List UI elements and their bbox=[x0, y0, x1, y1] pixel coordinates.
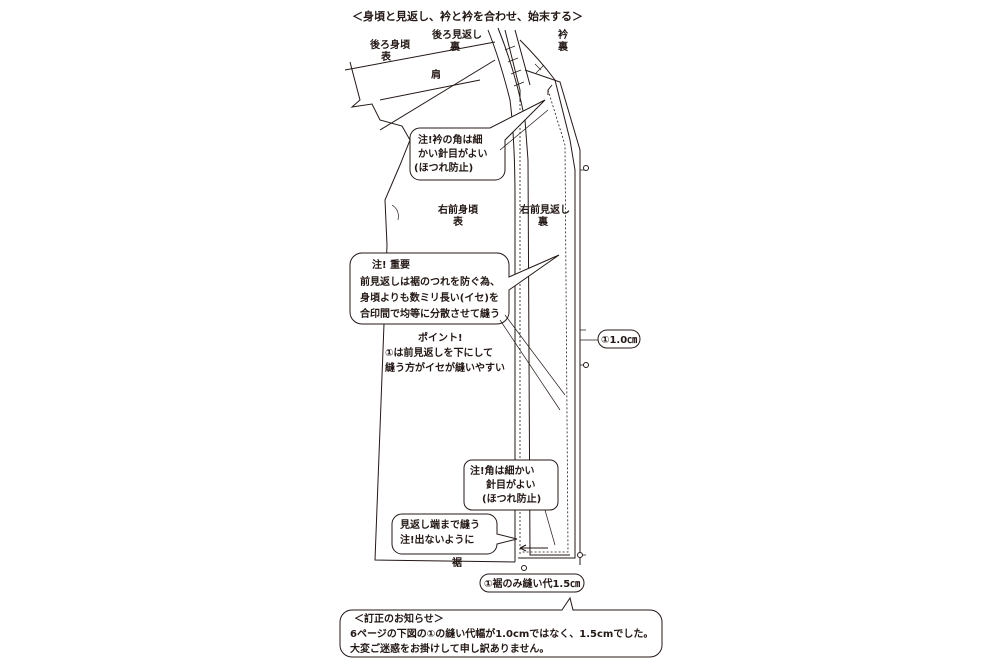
svg-text:(ほつれ防止): (ほつれ防止) bbox=[482, 492, 541, 505]
label-back-facing-side: 裏 bbox=[449, 40, 461, 53]
svg-text:①1.0㎝: ①1.0㎝ bbox=[601, 335, 637, 346]
correction-body: 6ページの下図の①の縫い代幅が1.0cmではなく、1.5cmでした。 bbox=[350, 627, 653, 640]
front-facing bbox=[487, 27, 570, 562]
svg-text:合印間で均等に分散させて縫う: 合印間で均等に分散させて縫う bbox=[359, 307, 500, 320]
svg-text:針目がよい: 針目がよい bbox=[486, 478, 536, 491]
label-right-front-body-side: 表 bbox=[452, 215, 464, 228]
label-back-facing: 後ろ見返し bbox=[432, 28, 482, 41]
note-important: 注! 重要 前見返しは裾のつれを防ぐ為、 身頃よりも数ミリ長い(イセ)を 合印間… bbox=[349, 252, 566, 411]
note-sew-to-edge: 見返し端まで縫う 注!出ないように bbox=[391, 513, 518, 555]
label-right-front-facing: 右前見返し bbox=[519, 203, 570, 216]
correction-apology: 大変ご迷惑をお掛けして申し訳ありません。 bbox=[350, 642, 549, 655]
collar-outline bbox=[518, 39, 589, 571]
label-back-body: 後ろ身頃 bbox=[370, 38, 411, 51]
svg-text:縫う方がイセが縫いやすい: 縫う方がイセが縫いやすい bbox=[385, 361, 505, 374]
correction-title: ＜訂正のお知らせ＞ bbox=[354, 612, 444, 625]
svg-text:かい針目がよい: かい針目がよい bbox=[418, 147, 488, 160]
label-shoulder: 肩 bbox=[431, 68, 441, 81]
svg-text:前見返しは裾のつれを防ぐ為、: 前見返しは裾のつれを防ぐ為、 bbox=[360, 275, 500, 288]
svg-text:注!衿の角は細: 注!衿の角は細 bbox=[418, 133, 483, 146]
hem-allowance-label: ①裾のみ縫い代1.5㎝ bbox=[479, 573, 585, 593]
label-back-body-side: 表 bbox=[380, 50, 392, 63]
svg-text:見返し端まで縫う: 見返し端まで縫う bbox=[399, 518, 480, 531]
svg-text:①裾のみ縫い代1.5㎝: ①裾のみ縫い代1.5㎝ bbox=[484, 577, 580, 590]
svg-text:ポイント!: ポイント! bbox=[418, 331, 463, 344]
label-collar-side: 裏 bbox=[557, 40, 569, 53]
label-right-front-body: 右前身頃 bbox=[437, 203, 479, 216]
svg-text:身頃よりも数ミリ長い(イセ)を: 身頃よりも数ミリ長い(イセ)を bbox=[360, 291, 499, 304]
label-hem: 裾 bbox=[452, 556, 462, 569]
diagram-title: ＜身頃と見返し、衿と衿を合わせ、始末する＞ bbox=[352, 9, 583, 23]
label-right-front-facing-side: 裏 bbox=[537, 215, 549, 228]
svg-text:①は前見返しを下にして: ①は前見返しを下にして bbox=[385, 346, 493, 359]
note-corner: 注!角は細かい 針目がよい (ほつれ防止) bbox=[463, 459, 559, 546]
seam-allowance-label: ①1.0㎝ bbox=[580, 329, 641, 349]
svg-text:(ほつれ防止): (ほつれ防止) bbox=[414, 161, 473, 174]
correction-notice: ＜訂正のお知らせ＞ 6ページの下図の①の縫い代幅が1.0cmではなく、1.5cm… bbox=[339, 596, 663, 658]
svg-text:注! 重要: 注! 重要 bbox=[372, 258, 410, 271]
svg-text:注!角は細かい: 注!角は細かい bbox=[470, 464, 535, 477]
note-point: ポイント! ①は前見返しを下にして 縫う方がイセが縫いやすい bbox=[385, 331, 505, 374]
note-collar-corner: 注!衿の角は細 かい針目がよい (ほつれ防止) bbox=[409, 99, 549, 181]
label-collar: 衿 bbox=[558, 28, 568, 41]
svg-text:注!出ないように: 注!出ないように bbox=[400, 533, 474, 546]
